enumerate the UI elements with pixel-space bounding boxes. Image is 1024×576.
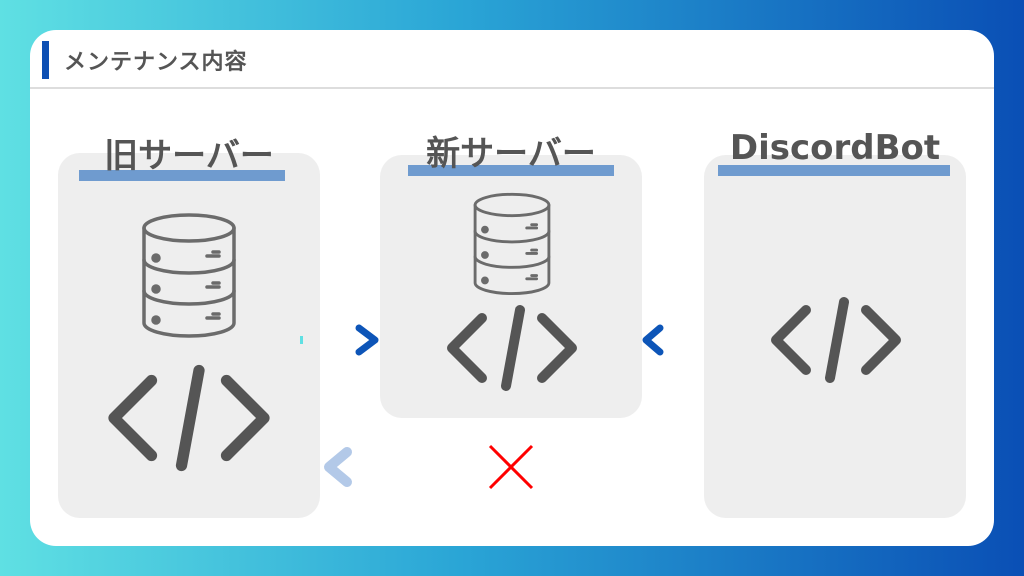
- discordbot-title: DiscordBot: [729, 128, 941, 168]
- old-server-title-bar: [79, 170, 285, 181]
- arrow-old-to-new: [300, 324, 379, 356]
- discordbot-title-bar: [718, 165, 950, 176]
- new-server-code-icon: [451, 309, 573, 387]
- old-server-database-icon: [142, 213, 236, 338]
- new-server-title: 新サーバー: [426, 134, 596, 174]
- old-server-title: 旧サーバー: [104, 136, 274, 176]
- arrow-bot-to-old-blocked: [324, 447, 704, 487]
- divider: [30, 87, 994, 89]
- new-server-title-bar: [408, 165, 614, 176]
- heading-accent: [42, 41, 49, 79]
- section-heading: メンテナンス内容: [64, 50, 248, 75]
- old-server-code-icon: [113, 369, 265, 467]
- new-server-database-icon: [473, 192, 551, 295]
- blocked-x-icon: [488, 444, 534, 490]
- discordbot-code-icon: [775, 301, 897, 379]
- arrow-bot-to-new: [642, 324, 704, 356]
